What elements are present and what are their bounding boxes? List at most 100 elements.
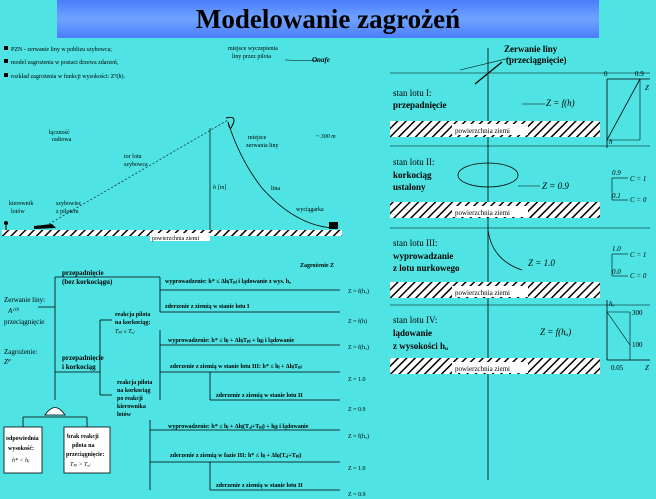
outcome-text: wyprowadzenie: h* ≤ ΔhⱼTₚⱼ i lądowanie z…: [165, 278, 291, 285]
rope-break-title: Zerwanie liny: [504, 44, 558, 54]
pilot-reaction-label: reakcja pilota: [115, 312, 150, 318]
release-place-label: miejsce wyczepienia: [228, 46, 278, 52]
state3-z: Z = 1.0: [528, 258, 555, 268]
reaction-condition-label: przeciągnięcie:: [66, 452, 104, 458]
g4-v2: 100: [632, 341, 643, 349]
flight-path-label: szybowca: [124, 162, 148, 168]
state3-ground-label: powierzchnia ziemi: [455, 289, 510, 297]
g2-c0: C = 0: [630, 196, 647, 204]
start-leader-label: lotów: [11, 209, 25, 215]
g4-yaxis: hᵤ: [609, 300, 615, 308]
g3-c1: C = 1: [630, 251, 646, 259]
page-title: Modelowanie zagrożeń: [195, 3, 461, 34]
g2-bot: 0.1: [612, 192, 621, 200]
g3-bot: 0.0: [612, 268, 621, 276]
pilot-reaction-label: na korkociąg:: [115, 320, 151, 326]
rope-line: [459, 57, 511, 71]
state3-label: stan lotu III:: [393, 238, 438, 248]
g2-c1: C = 1: [630, 175, 646, 183]
rope-line: [227, 121, 335, 229]
winch-label: wyciągarka: [296, 207, 324, 213]
threat-header: Zagrożenie Z: [300, 263, 334, 269]
person-icon: [4, 221, 8, 225]
height-label: h [m]: [213, 185, 227, 191]
start-leader-label: kierownik: [9, 201, 33, 207]
state2-ground-label: powierzchnia ziemi: [455, 209, 510, 217]
branch-stall-label: (bez korkociągu): [62, 278, 113, 286]
outcome-z: Z = 0.9: [348, 492, 366, 498]
state4-label: stan lotu IV:: [393, 315, 437, 325]
outcome-text: wyprowadzenie: h* ≤ hⱼ + ΔhⱼTₚⱼ + hⱼⱼⱼ i…: [168, 337, 294, 344]
branch-stall-label: przepadnięcie: [62, 269, 104, 277]
altitude-label: ~ 300 m: [316, 134, 336, 140]
outcome-text: zderzenie z ziemią w stanie lotu III: h*…: [170, 363, 302, 370]
outcome-text: zderzenie z ziemią w stanie lotu I: [165, 304, 250, 310]
flight-path-label: tor lotu: [124, 154, 142, 160]
scene-ground-label: powierzchnia ziemi: [152, 236, 199, 242]
g2-top: 0.9: [612, 169, 621, 177]
state2-label: stan lotu II:: [393, 157, 435, 167]
reaction-condition-label: brak reakcji: [67, 434, 99, 440]
logo-text: Onafe: [312, 56, 330, 64]
pilot-reaction-label: Tₚⱼ ≤ Tₐⱼ: [115, 329, 135, 335]
legend-bullet: [4, 59, 8, 63]
pilot-reaction2-label: po reakcji: [117, 396, 143, 402]
outcome-z: Z = f(hᵤ): [348, 344, 369, 351]
g1-curve: [606, 78, 641, 141]
outcome-z: Z = f(h): [348, 318, 367, 325]
state1-ground-label: powierzchnia ziemi: [455, 127, 510, 135]
state2-label: korkociąg: [393, 170, 432, 180]
outcome-text: zderzenie z ziemią w stanie lotu II: [216, 483, 303, 489]
state2-ground-box: [452, 206, 528, 217]
glider-icon: [225, 116, 235, 129]
height-condition-label: h* < hⱼ: [12, 458, 30, 464]
state2-label: ustalony: [393, 182, 426, 192]
initiator-label: przeciągnięcie: [4, 318, 44, 326]
break-place-label: zerwania liny: [246, 143, 278, 149]
state3-ground-box: [452, 286, 528, 297]
legend-item: rozkład zagrożenia w funkcji wysokości: …: [11, 73, 125, 80]
release-place-label: liny przez pilota: [232, 54, 271, 60]
g1-yaxis-label: h: [609, 138, 613, 146]
branch-spin-label: przepadnięcie: [62, 354, 104, 362]
glider-label: szybowiec: [56, 201, 82, 207]
and-gate-icon: [44, 407, 66, 416]
title-bar: Modelowanie zagrożeń: [57, 0, 599, 38]
winch-icon: [329, 222, 338, 229]
reaction-condition-label: Tₚⱼ > Tₐⱼ: [70, 462, 91, 468]
height-condition-label: wysokość:: [8, 446, 34, 452]
rope-label: lina: [271, 186, 280, 192]
outcome-z: Z = 1.0: [348, 466, 366, 472]
initiator-label: Zerwanie liny:: [4, 296, 45, 304]
legend-item: model zagrożenia w postaci drzewa zdarze…: [11, 60, 119, 66]
branch-spin-label: i korkociąg: [62, 363, 96, 371]
g4-curve: [606, 311, 631, 346]
scene-ground-label-box: [150, 233, 210, 241]
break-place-label: miejsce: [248, 135, 267, 141]
state3-label: wyprowadzanie: [393, 251, 453, 261]
outcome-z: Z = f(hᵤ): [348, 433, 369, 440]
pilot-reaction2-label: kierownika: [117, 404, 146, 410]
threat-label: Zagrożenie:: [4, 348, 37, 356]
event-tree: Zagrożenie Z Zerwanie liny: A⁽⁰⁾ przecią…: [3, 263, 369, 498]
state4-label: lądowanie: [393, 328, 432, 338]
g1-axis-label: Z: [645, 84, 649, 92]
glider-label: z pilotem: [56, 209, 79, 215]
glider-ground-icon: [34, 224, 56, 229]
spin-icon: [457, 162, 519, 188]
state3-label: z lotu nurkowego: [393, 263, 460, 273]
state1-ground-box: [452, 124, 528, 135]
rope-break-title: (przeciągnięcie): [506, 55, 566, 65]
g1-x1: 0.9: [635, 70, 644, 78]
state4-z: Z = f(hᵤ): [540, 327, 571, 337]
state4-ground-label: powierzchnia ziemi: [455, 365, 510, 373]
g3-top: 1.0: [612, 245, 621, 253]
outcome-z: Z = f(hᵤ): [348, 288, 369, 295]
pilot-reaction2-label: reakcja pilota: [117, 380, 152, 386]
pilot-reaction2-label: lotów: [117, 412, 132, 418]
legend-item: PZN - zerwanie liny w poblizu szybowca;: [11, 47, 112, 53]
outcome-text: zderzenie z ziemią w stanie lotu II: [216, 393, 303, 399]
outcome-z: Z = 0.9: [348, 407, 366, 413]
state1-z: Z = f(h): [546, 98, 575, 108]
